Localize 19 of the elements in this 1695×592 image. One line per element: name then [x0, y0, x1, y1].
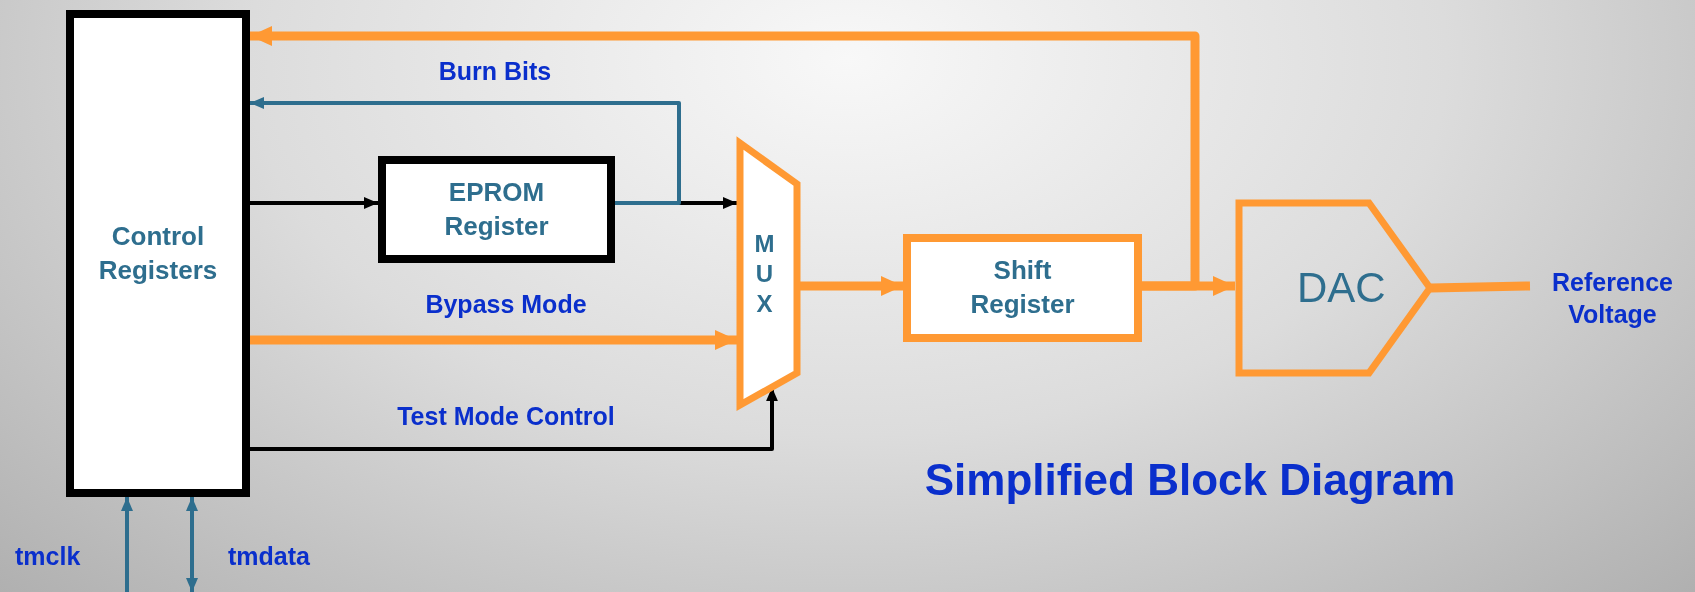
input-arrow [186, 497, 198, 592]
signal-arrow [250, 330, 737, 350]
signal-arrow [250, 197, 378, 209]
signal-arrow [250, 97, 681, 205]
edge-label: Test Mode Control [396, 402, 616, 431]
diagram-title: Simplified Block Diagram [923, 455, 1457, 505]
input-arrow [121, 497, 133, 592]
edge-label: Bypass Mode [424, 290, 588, 319]
output-line [1430, 281, 1531, 293]
output-label: Reference Voltage [1530, 262, 1695, 334]
edge-label: Burn Bits [437, 57, 553, 86]
register-box: Control Registers [66, 10, 250, 497]
register-box: EPROM Register [378, 156, 615, 263]
signal-arrow [800, 276, 903, 296]
signal-name: tmdata [228, 542, 310, 571]
dac-pentagon: DAC [1235, 199, 1434, 377]
signal-arrow [250, 26, 1200, 291]
signal-name: tmclk [15, 542, 81, 571]
register-box: Shift Register [903, 234, 1142, 342]
